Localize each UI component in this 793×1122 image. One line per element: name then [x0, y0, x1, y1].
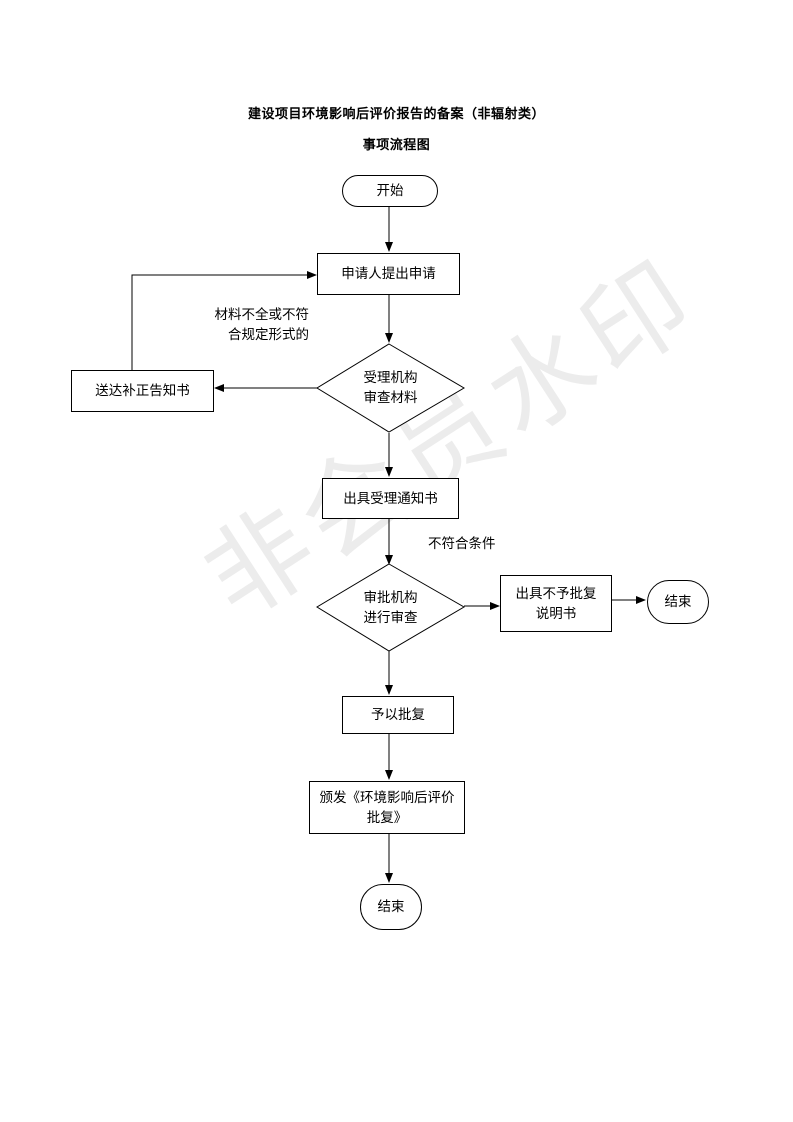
end-label: 结束 — [377, 899, 405, 915]
notify-fix-node: 送达补正告知书 — [71, 370, 214, 412]
apply-label: 申请人提出申请 — [341, 266, 436, 282]
approve-node: 予以批复 — [342, 696, 454, 734]
accept-notice-node: 出具受理通知书 — [322, 478, 459, 519]
start-node: 开始 — [342, 175, 438, 207]
reject-doc-line1: 出具不予批复 — [515, 585, 597, 602]
apply-node: 申请人提出申请 — [317, 253, 460, 295]
arrow-notify-to-apply — [131, 271, 317, 370]
accept-notice-label: 出具受理通知书 — [343, 490, 438, 507]
approve-label: 予以批复 — [371, 707, 425, 723]
edge-label-incomplete-line1: 材料不全或不符 — [214, 307, 310, 323]
start-label: 开始 — [376, 183, 404, 199]
issue-node: 颁发《环境影响后评价 批复》 — [309, 781, 465, 834]
edge-label-incomplete: 材料不全或不符 合规定形式的 — [209, 305, 310, 345]
approval-label-line2: 进行审查 — [363, 609, 418, 626]
reject-doc-node: 出具不予批复 说明书 — [500, 575, 612, 632]
edge-label-incomplete-line2: 合规定形式的 — [228, 327, 309, 343]
decision-review-shape — [316, 343, 465, 433]
review-label-line1: 受理机构 — [363, 370, 418, 386]
issue-line1: 颁发《环境影响后评价 — [319, 789, 455, 806]
page-title: 建设项目环境影响后评价报告的备案（非辐射类） — [247, 107, 545, 122]
end-reject-label: 结束 — [664, 594, 692, 610]
reject-doc-line2: 说明书 — [535, 605, 577, 622]
end-node: 结束 — [360, 884, 422, 930]
approval-label-line1: 审批机构 — [363, 589, 418, 606]
approval-decision: 审批机构 进行审查 — [317, 564, 464, 651]
end-reject-node: 结束 — [647, 580, 709, 624]
page-subtitle: 事项流程图 — [362, 138, 431, 153]
notify-fix-label: 送达补正告知书 — [95, 383, 190, 399]
decision-approval-shape — [316, 563, 465, 652]
review-decision: 受理机构 审查材料 — [317, 344, 464, 432]
review-label-line2: 审查材料 — [363, 390, 418, 406]
issue-line2: 批复》 — [366, 809, 408, 826]
edge-label-not-meet: 不符合条件 — [428, 536, 496, 552]
